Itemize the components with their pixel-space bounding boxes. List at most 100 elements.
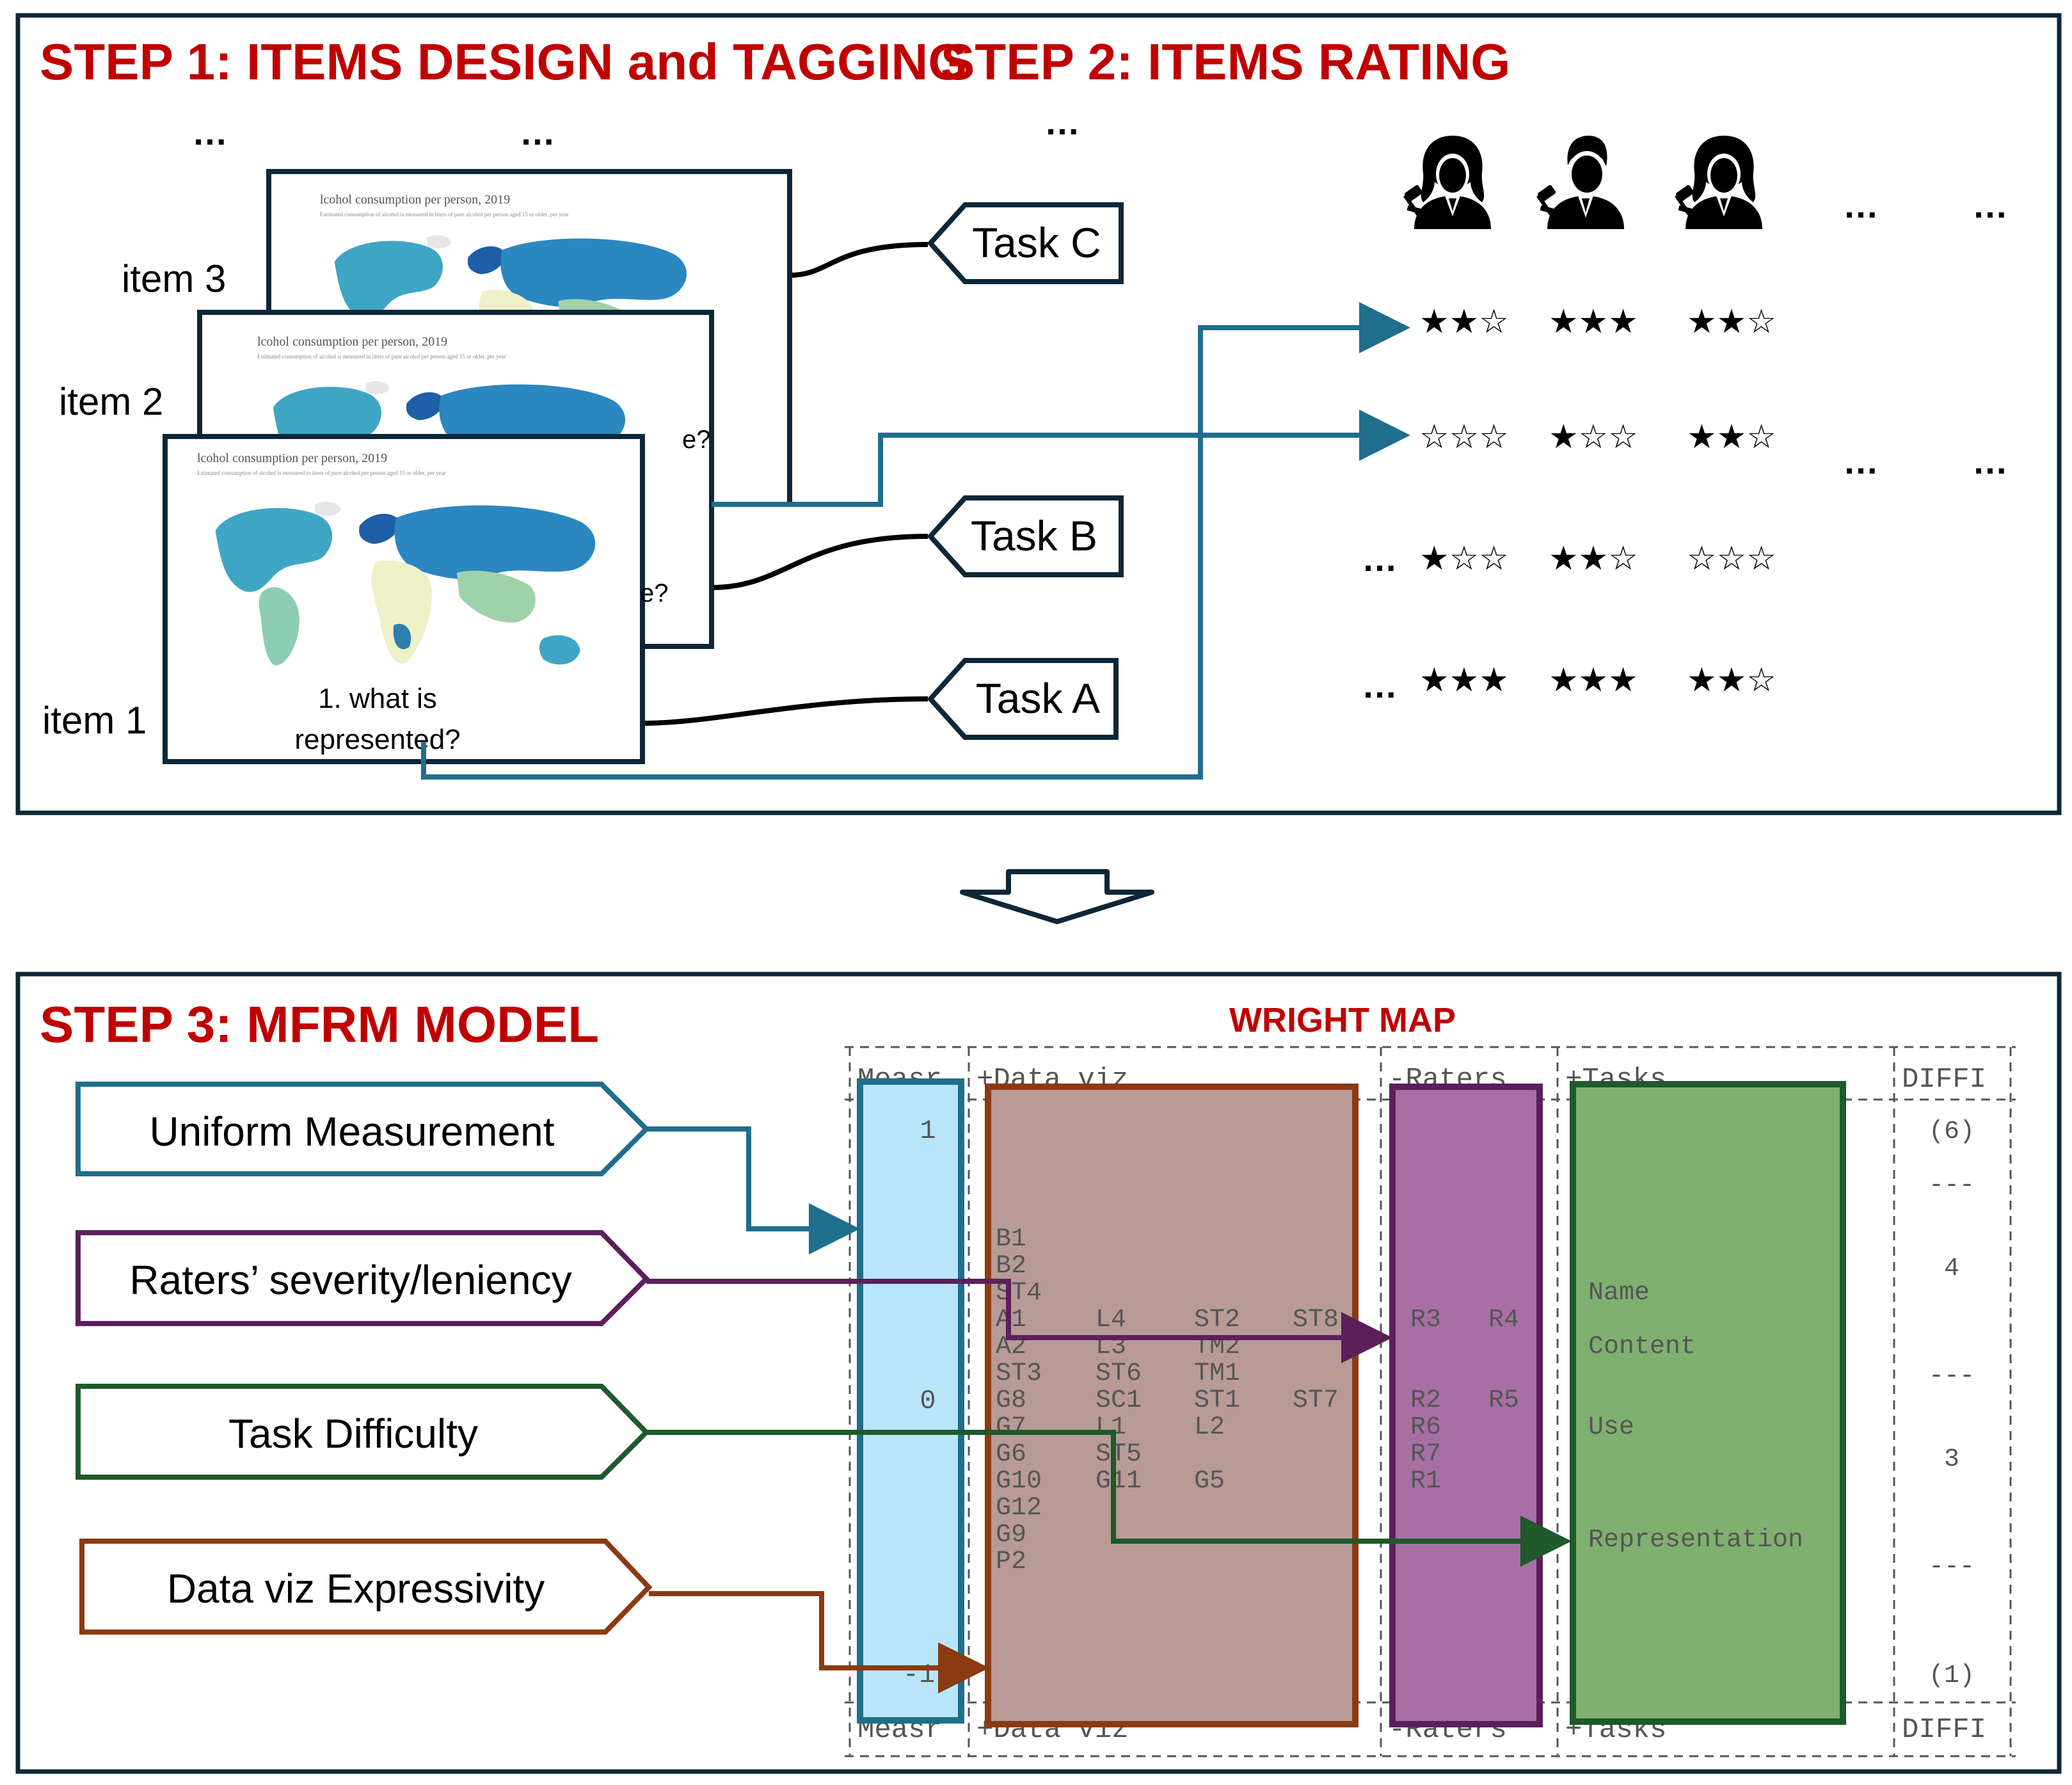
wright-map-title: WRIGHT MAP (1229, 1001, 1456, 1039)
task-arrow (646, 1430, 1572, 1567)
measure-column (857, 1078, 964, 1724)
item-label: item 2 (59, 380, 163, 423)
dataviz-entry: A1 (996, 1306, 1026, 1334)
dataviz-entry: B2 (996, 1252, 1026, 1281)
ellipsis: … (1044, 102, 1080, 142)
rating-stars: ★★☆ (1687, 303, 1776, 340)
ellipsis: … (1362, 538, 1398, 579)
card-title: lcohol consumption per person, 2019 (197, 451, 387, 465)
card-title: lcohol consumption per person, 2019 (320, 193, 510, 207)
measure-value: -1 (903, 1660, 935, 1690)
rating-stars: ☆☆☆ (1419, 419, 1509, 456)
item-label: item 1 (42, 699, 147, 742)
step1-title: STEP 1: ITEMS DESIGN and TAGGING (40, 33, 968, 90)
ellipsis: … (1972, 185, 2008, 225)
task-entry: Content (1588, 1333, 1696, 1361)
dataviz-entry: L4 (1096, 1306, 1126, 1334)
difficulty-value: (1) (1929, 1661, 1975, 1690)
rater-entry: R4 (1488, 1306, 1519, 1334)
dataviz-entry: ST8 (1293, 1306, 1339, 1334)
ellipsis: … (192, 112, 228, 152)
facet-label: Task Difficulty (228, 1411, 478, 1457)
rating-row: ☆☆☆ ★☆☆ ★★☆ … … (1419, 419, 2008, 481)
task-tag-C: Task C (927, 202, 1124, 284)
facet-task-difficulty: Task Difficulty (76, 1384, 650, 1480)
dataviz-entry: G10 (996, 1467, 1042, 1496)
partial-question: e? (640, 579, 669, 607)
header-diffi: DIFFI (1902, 1064, 1986, 1096)
card-subtitle: Estimated consumption of alcohol is meas… (257, 353, 506, 360)
rater-entry: R5 (1488, 1386, 1519, 1415)
facet-dataviz-expressivity: Data viz Expressivity (79, 1539, 653, 1635)
dataviz-entry: ST6 (1096, 1359, 1142, 1388)
rating-stars: ★★★ (1419, 662, 1509, 699)
rating-stars: ★★☆ (1419, 303, 1509, 340)
dataviz-entry: L2 (1194, 1413, 1225, 1442)
dataviz-entry: B1 (996, 1225, 1026, 1254)
dataviz-entry: P2 (996, 1548, 1026, 1576)
rating-arrow-item2 (712, 410, 1410, 507)
step3-title: STEP 3: MFRM MODEL (40, 996, 599, 1053)
task-tag-B: Task B (927, 495, 1124, 577)
task-tag-A: Task A (927, 658, 1119, 740)
card-subtitle: Estimated consumption of alcohol is meas… (320, 211, 569, 218)
connector-item3-taskC (789, 242, 928, 278)
tasks-column (1570, 1081, 1846, 1725)
item-label: item 3 (122, 257, 226, 300)
measure-value: 0 (920, 1386, 936, 1416)
facet-label: Raters’ severity/leniency (129, 1257, 571, 1303)
dataviz-entry: G12 (996, 1494, 1042, 1523)
dataviz-entry: G8 (996, 1386, 1026, 1415)
rater-entry: R1 (1410, 1467, 1441, 1496)
task-entry: Use (1588, 1413, 1634, 1442)
rating-stars: ★☆☆ (1419, 540, 1509, 577)
card-subtitle: Estimated consumption of alcohol is meas… (197, 470, 446, 476)
ellipsis: … (520, 112, 555, 152)
facet-uniform-measurement: Uniform Measurement (76, 1082, 650, 1176)
dataviz-entry: ST5 (1096, 1440, 1142, 1469)
dataviz-entry: G7 (996, 1413, 1026, 1442)
footer-diffi: DIFFI (1902, 1714, 1986, 1746)
rating-row: ★★☆ ★★★ ★★☆ (1419, 303, 1776, 340)
ellipsis: … (1972, 441, 2008, 481)
rating-stars: ☆☆☆ (1687, 540, 1776, 577)
rating-stars: ★★☆ (1549, 540, 1638, 577)
rating-stars: ★☆☆ (1549, 419, 1638, 456)
dataviz-entry: G9 (996, 1521, 1026, 1549)
dataviz-entry: G5 (1194, 1467, 1225, 1496)
dataviz-entry: SC1 (1096, 1386, 1142, 1415)
dataviz-arrow (649, 1591, 989, 1693)
uniform-arrow (646, 1126, 860, 1254)
rating-stars: ★★★ (1549, 662, 1638, 699)
rating-row: … ★☆☆ ★★☆ ☆☆☆ (1362, 538, 1776, 579)
ellipsis: … (1843, 441, 1879, 481)
rating-row: … ★★★ ★★★ ★★☆ (1362, 662, 1776, 705)
ellipsis: … (1362, 665, 1398, 705)
dataviz-entry: ST3 (996, 1359, 1042, 1388)
task-label: Task C (972, 219, 1101, 266)
down-arrow (960, 869, 1154, 924)
rating-stars: ★★☆ (1687, 419, 1776, 456)
rating-stars: ★★☆ (1687, 662, 1776, 699)
difficulty-value: (6) (1929, 1117, 1975, 1146)
connector-item2-taskB (711, 534, 928, 590)
task-label: Task B (971, 512, 1097, 559)
dataviz-entry: TM1 (1194, 1359, 1240, 1388)
difficulty-value: 3 (1944, 1445, 1959, 1474)
facet-raters-severity: Raters’ severity/leniency (76, 1230, 650, 1326)
facet-label: Data viz Expressivity (167, 1565, 545, 1612)
card-title: lcohol consumption per person, 2019 (257, 335, 447, 349)
dataviz-entry: G6 (996, 1440, 1026, 1469)
task-entry: Representation (1588, 1526, 1803, 1555)
dataviz-entry: ST7 (1293, 1386, 1339, 1415)
dataviz-column (985, 1084, 1359, 1727)
dataviz-entry: ST1 (1194, 1386, 1240, 1415)
item-card-1: lcohol consumption per person, 2019 Esti… (163, 434, 669, 764)
ellipsis: … (1843, 185, 1879, 225)
rating-arrow-item1 (421, 302, 1410, 780)
raters-arrow (646, 1279, 1392, 1363)
rating-stars: ★★★ (1549, 303, 1638, 340)
dataviz-entry: G11 (1096, 1467, 1142, 1496)
difficulty-separator: --- (1929, 1171, 1975, 1200)
